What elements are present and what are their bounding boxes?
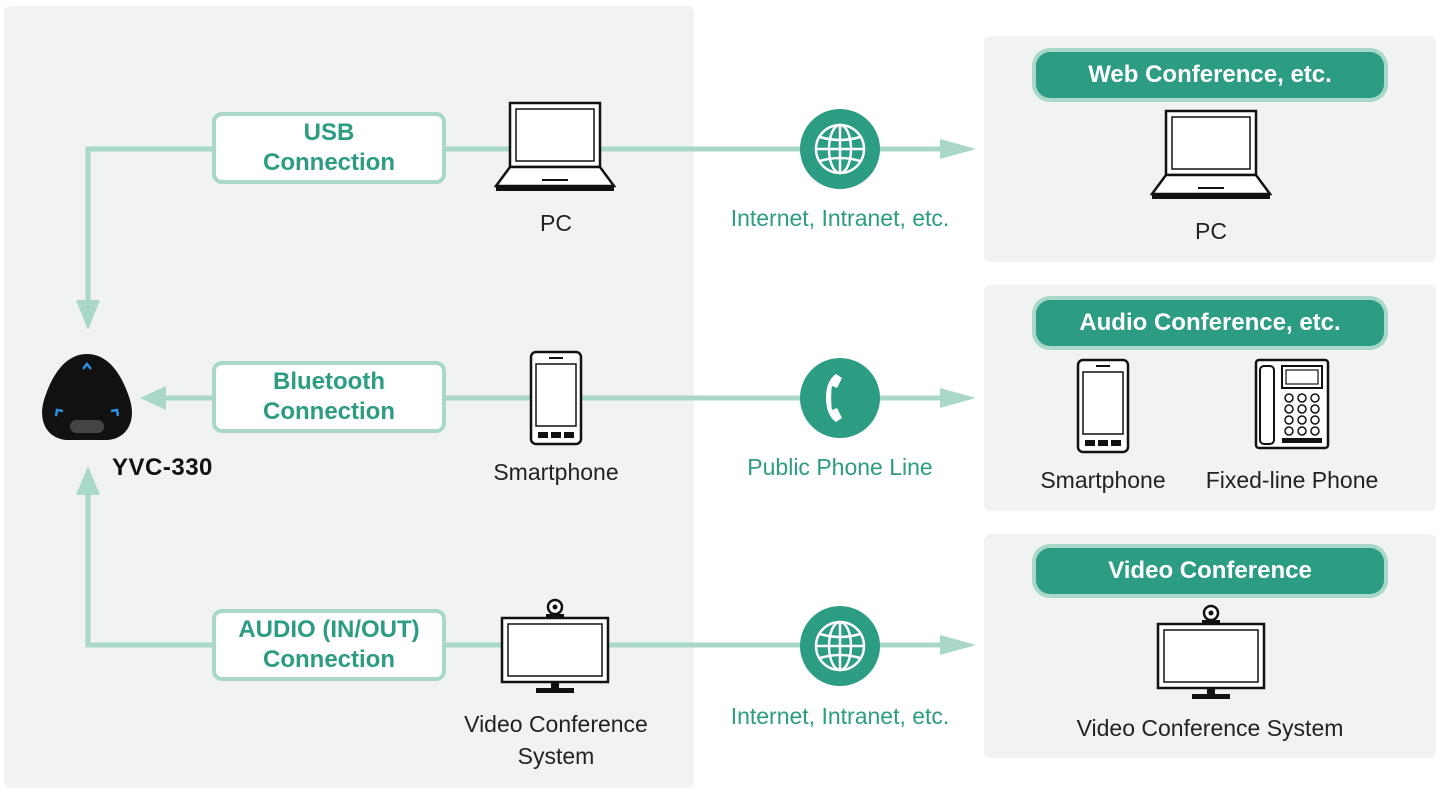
laptop-icon <box>1150 109 1272 199</box>
local-device-label: Video Conference System <box>436 708 676 772</box>
network-badge <box>800 358 880 438</box>
laptop-icon <box>494 101 616 191</box>
label-line: Video Conference <box>464 711 648 737</box>
network-label: Public Phone Line <box>747 454 933 480</box>
destination-device-label: PC <box>1195 218 1227 244</box>
fixed-line-phone-icon <box>1254 358 1330 450</box>
audio-conference-title: Audio Conference, etc. <box>1036 300 1384 346</box>
destination-device-label: Fixed-line Phone <box>1205 467 1379 493</box>
local-device-label: Smartphone <box>493 459 619 485</box>
globe-icon <box>814 123 866 175</box>
arrow-right-icon <box>940 139 976 159</box>
network-badge <box>800 109 880 189</box>
connection-label: Connection <box>263 149 395 176</box>
usb-connection-box: USB Connection <box>212 112 446 184</box>
network-badge <box>800 606 880 686</box>
destination-device-label: Video Conference System <box>1076 715 1344 741</box>
connection-label: AUDIO (IN/OUT) <box>238 616 420 643</box>
arrow-right-icon <box>940 635 976 655</box>
smartphone-icon <box>529 350 583 446</box>
video-conference-system-icon <box>500 598 610 693</box>
network-label: Internet, Intranet, etc. <box>730 703 950 729</box>
network-label: Internet, Intranet, etc. <box>730 205 950 231</box>
connection-label: Connection <box>263 398 395 425</box>
arrow-left-icon <box>140 386 166 410</box>
web-conference-title: Web Conference, etc. <box>1036 52 1384 98</box>
connection-label: USB <box>303 119 355 146</box>
connection-label: Connection <box>263 646 395 673</box>
audio-connection-box: AUDIO (IN/OUT) Connection <box>212 609 446 681</box>
video-conference-title: Video Conference <box>1036 548 1384 594</box>
smartphone-icon <box>1076 358 1130 454</box>
destination-device-label: Smartphone <box>1040 467 1166 493</box>
globe-icon <box>814 620 866 672</box>
arrow-right-icon <box>940 388 976 408</box>
label-line: System <box>517 743 595 769</box>
arrow-up-icon <box>76 466 100 495</box>
arrow-down-icon <box>76 300 100 330</box>
connection-label: Bluetooth <box>273 368 385 395</box>
phone-handset-icon <box>826 374 842 422</box>
local-device-label: PC <box>540 210 572 236</box>
bluetooth-connection-box: Bluetooth Connection <box>212 361 446 433</box>
speakerphone-icon <box>42 354 132 440</box>
video-conference-system-icon <box>1156 604 1266 699</box>
device-name: YVC-330 <box>112 454 213 481</box>
